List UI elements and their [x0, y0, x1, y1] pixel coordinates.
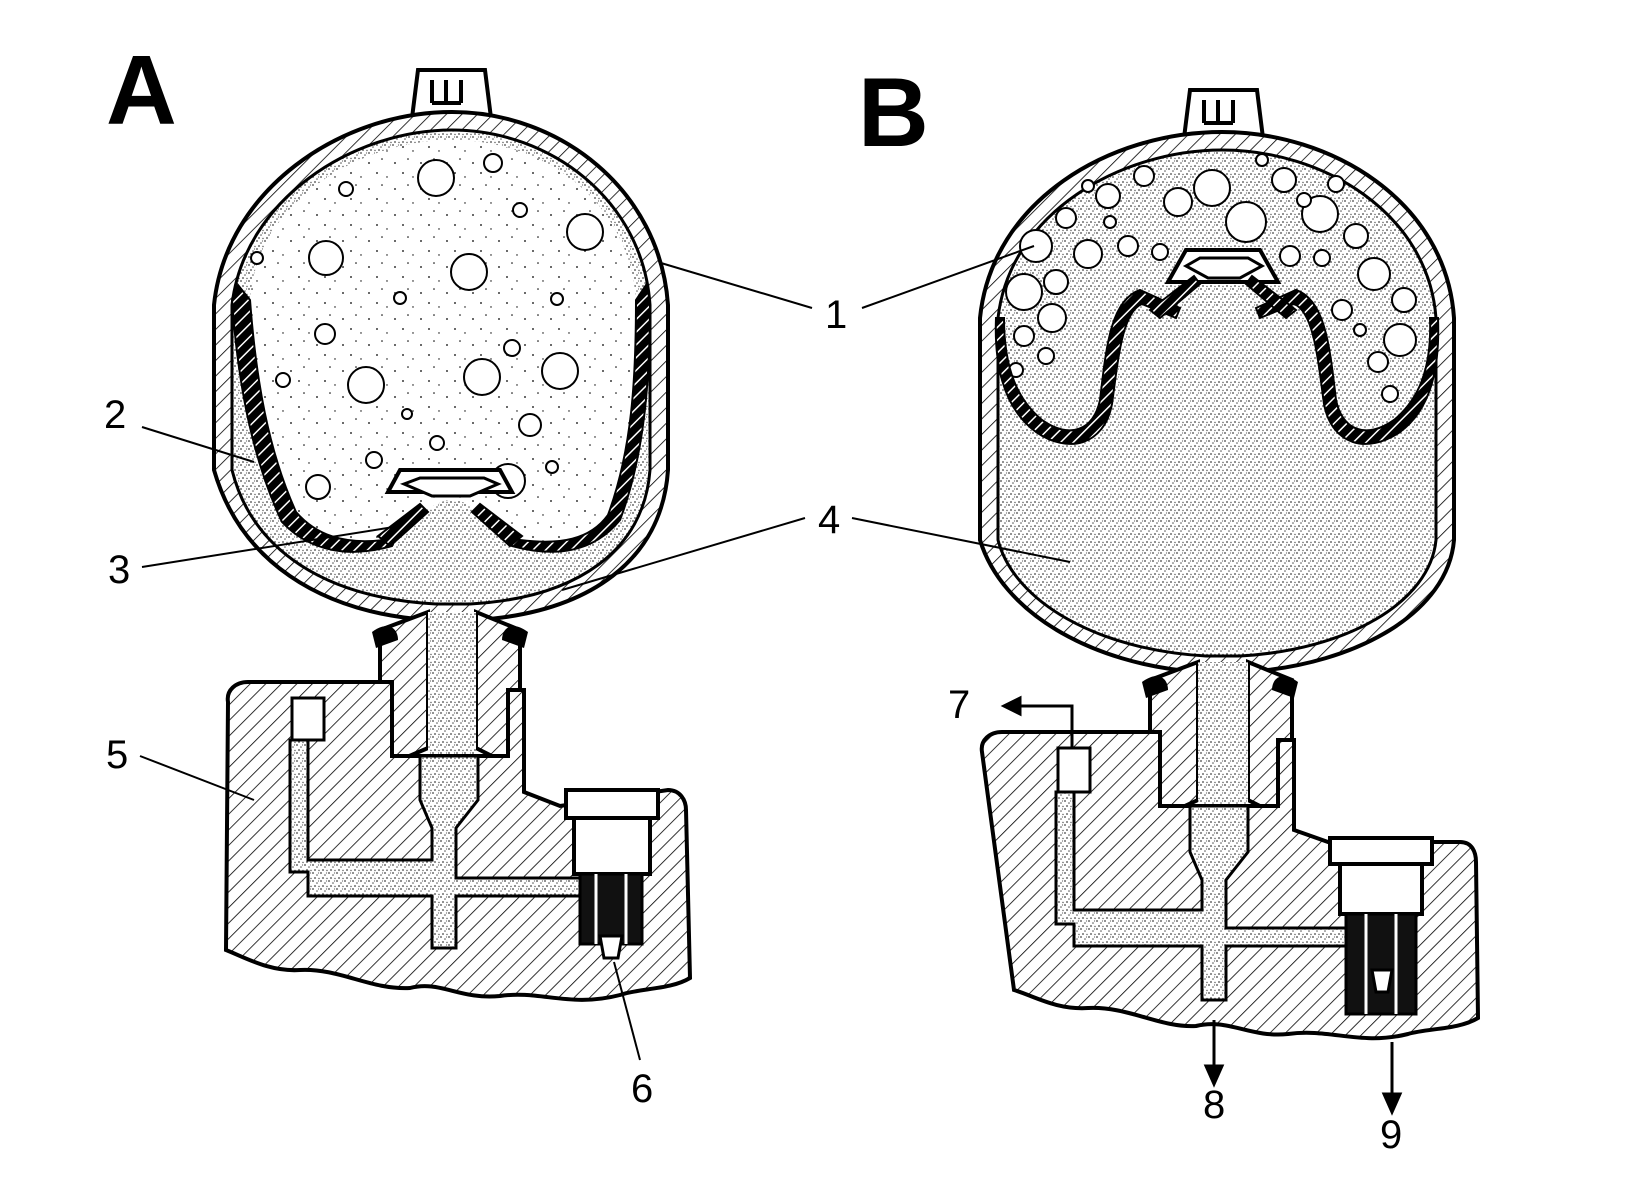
- gas-chamber-a: [250, 140, 636, 542]
- leader-lines: [139, 245, 1071, 1061]
- poppet-valve-b: [1148, 248, 1298, 320]
- leader-2: [141, 426, 255, 463]
- callout-5: 5: [106, 733, 128, 777]
- leader-6: [613, 961, 641, 1061]
- panel-b-letter: B: [858, 57, 929, 167]
- neck-b: [1142, 659, 1298, 815]
- leader-4b: [851, 517, 1071, 563]
- gas-bubbles-b: [1005, 153, 1417, 403]
- leader-3: [141, 525, 401, 568]
- drain-valve-b: [1328, 836, 1434, 1016]
- fluid-passages-b: [1054, 746, 1352, 1002]
- gas-bubbles-a: [250, 153, 604, 500]
- callout-1: 1: [825, 293, 847, 337]
- callout-2: 2: [104, 393, 126, 437]
- leader-5: [139, 755, 255, 801]
- neck-a: [372, 609, 528, 763]
- poppet-valve-a: [376, 468, 524, 548]
- callout-7: 7: [948, 683, 970, 727]
- leader-1b: [861, 245, 1035, 309]
- callout-6: 6: [631, 1067, 653, 1111]
- callout-3: 3: [108, 548, 130, 592]
- drain-valve-a: [564, 788, 660, 960]
- callout-8: 8: [1203, 1083, 1225, 1127]
- panel-a-letter: A: [106, 35, 177, 145]
- leader-4a: [561, 517, 806, 591]
- flow-arrow-8: [1203, 1020, 1225, 1088]
- callout-9: 9: [1380, 1113, 1402, 1157]
- leader-1a: [660, 262, 813, 309]
- fluid-passages-a: [288, 696, 582, 950]
- panel-a: A: [106, 35, 693, 1002]
- flow-arrow-9: [1381, 1042, 1403, 1116]
- bladder-a: [230, 283, 403, 553]
- manifold-block-a: [223, 680, 693, 1002]
- callout-numbers: 1 2 3 4 5 6 7 8 9: [104, 293, 1402, 1157]
- callout-4: 4: [818, 498, 840, 542]
- panel-b: B: [858, 57, 1481, 1116]
- gas-valve-cap-b: [1181, 88, 1266, 140]
- flow-arrow-7: [1000, 695, 1074, 748]
